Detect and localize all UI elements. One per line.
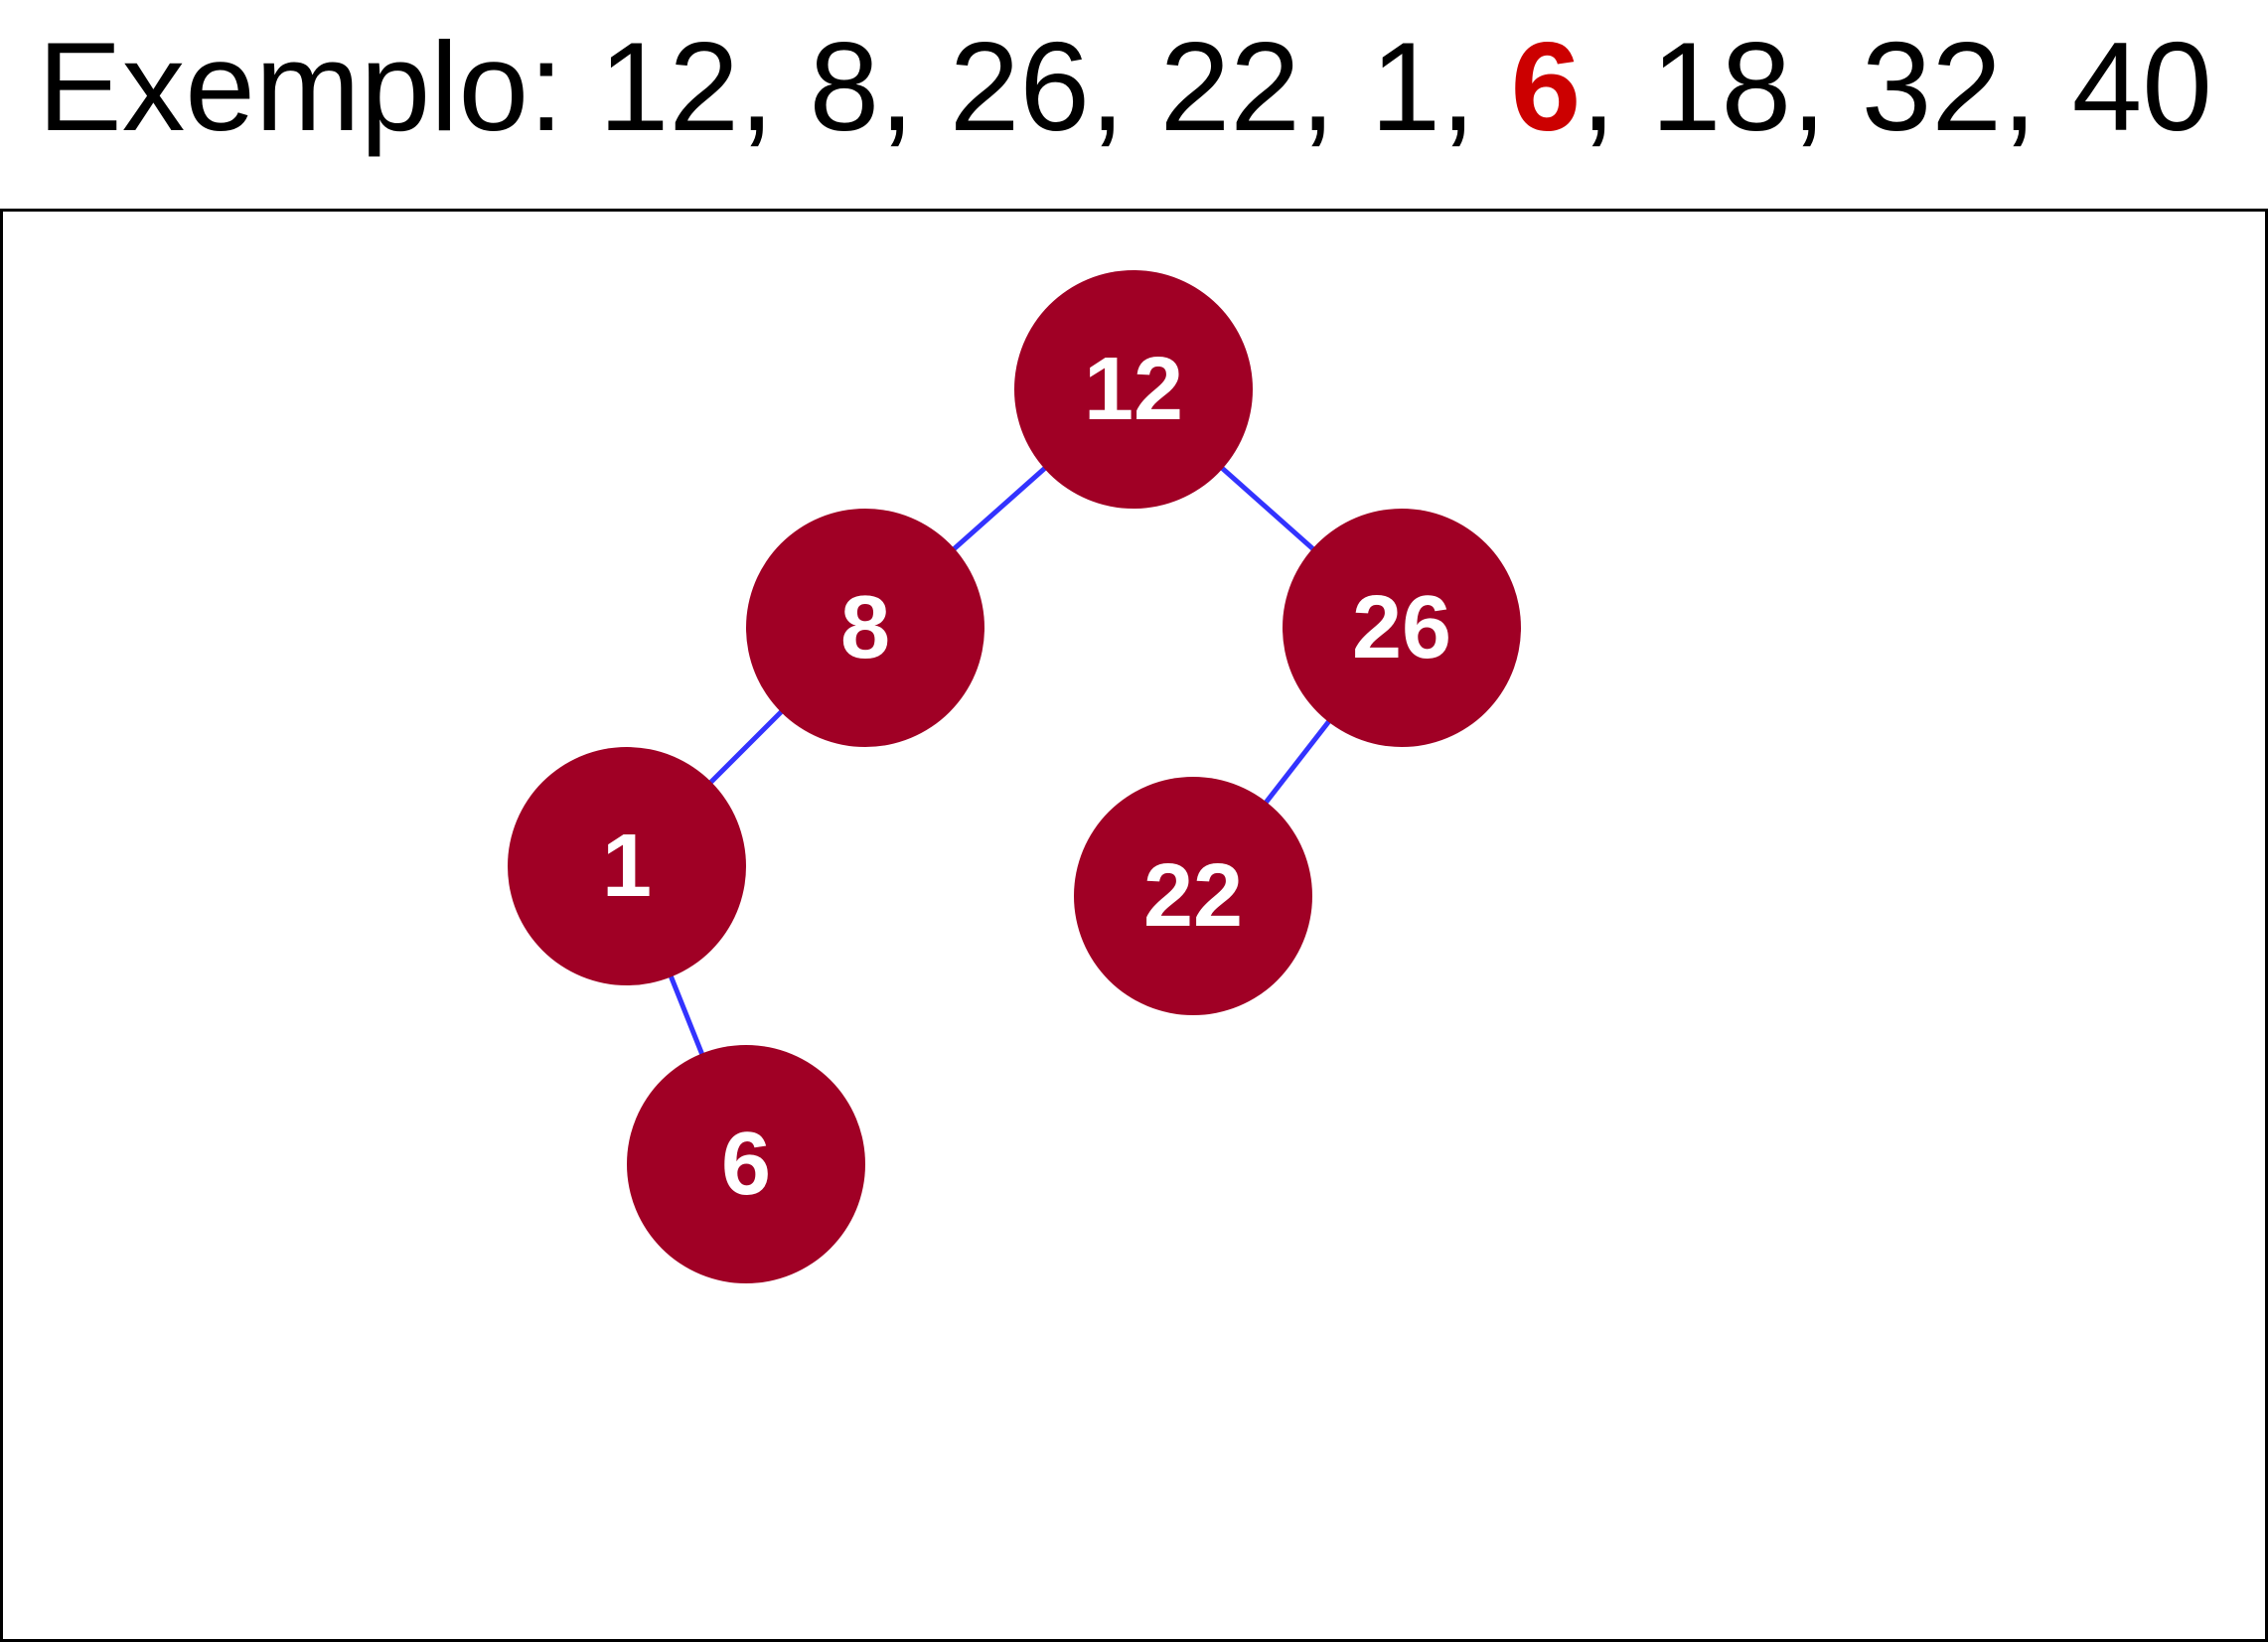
- tree-node-label: 1: [602, 817, 652, 916]
- sequence-item: 32: [1861, 16, 2002, 157]
- tree-node-8: 8: [746, 509, 984, 747]
- tree-node-26: 26: [1283, 509, 1521, 747]
- sequence-item: 8: [809, 16, 880, 157]
- tree-node-circle: [1014, 270, 1253, 509]
- tree-node-1: 1: [508, 747, 746, 985]
- sequence-heading: Exemplo: 12, 8, 26, 22, 1, 6, 18, 32, 40: [38, 22, 2212, 151]
- sequence-item: 12: [598, 16, 739, 157]
- tree-node-circle: [1074, 777, 1312, 1015]
- tree-node-label: 8: [840, 578, 890, 677]
- tree-node-label: 22: [1143, 846, 1243, 946]
- sequence-item-highlighted: 6: [1510, 16, 1582, 157]
- sequence-separator: ,: [1090, 16, 1160, 157]
- tree-node-label: 26: [1352, 578, 1451, 677]
- sequence-separator: ,: [2001, 16, 2072, 157]
- tree-node-circle: [1283, 509, 1521, 747]
- tree-node-label: 12: [1084, 340, 1183, 439]
- tree-node-6: 6: [627, 1045, 865, 1283]
- tree-nodes: 12 8 26 1 22 6: [508, 270, 1521, 1283]
- sequence-separator: ,: [1299, 16, 1371, 157]
- sequence-item: 40: [2071, 16, 2212, 157]
- tree-node-circle: [627, 1045, 865, 1283]
- sequence-separator: ,: [738, 16, 810, 157]
- tree-node-22: 22: [1074, 777, 1312, 1015]
- heading-prefix: Exemplo:: [38, 16, 599, 157]
- tree-node-12: 12: [1014, 270, 1253, 509]
- tree-node-label: 6: [721, 1115, 771, 1214]
- sequence-separator: ,: [1440, 16, 1511, 157]
- sequence-item: 1: [1370, 16, 1441, 157]
- tree-node-circle: [746, 509, 984, 747]
- sequence-separator: ,: [1791, 16, 1862, 157]
- sequence-item: 22: [1159, 16, 1300, 157]
- sequence-separator: ,: [879, 16, 950, 157]
- sequence-item: 18: [1650, 16, 1792, 157]
- sequence-item: 26: [949, 16, 1091, 157]
- sequence-separator: ,: [1581, 16, 1651, 157]
- tree-node-circle: [508, 747, 746, 985]
